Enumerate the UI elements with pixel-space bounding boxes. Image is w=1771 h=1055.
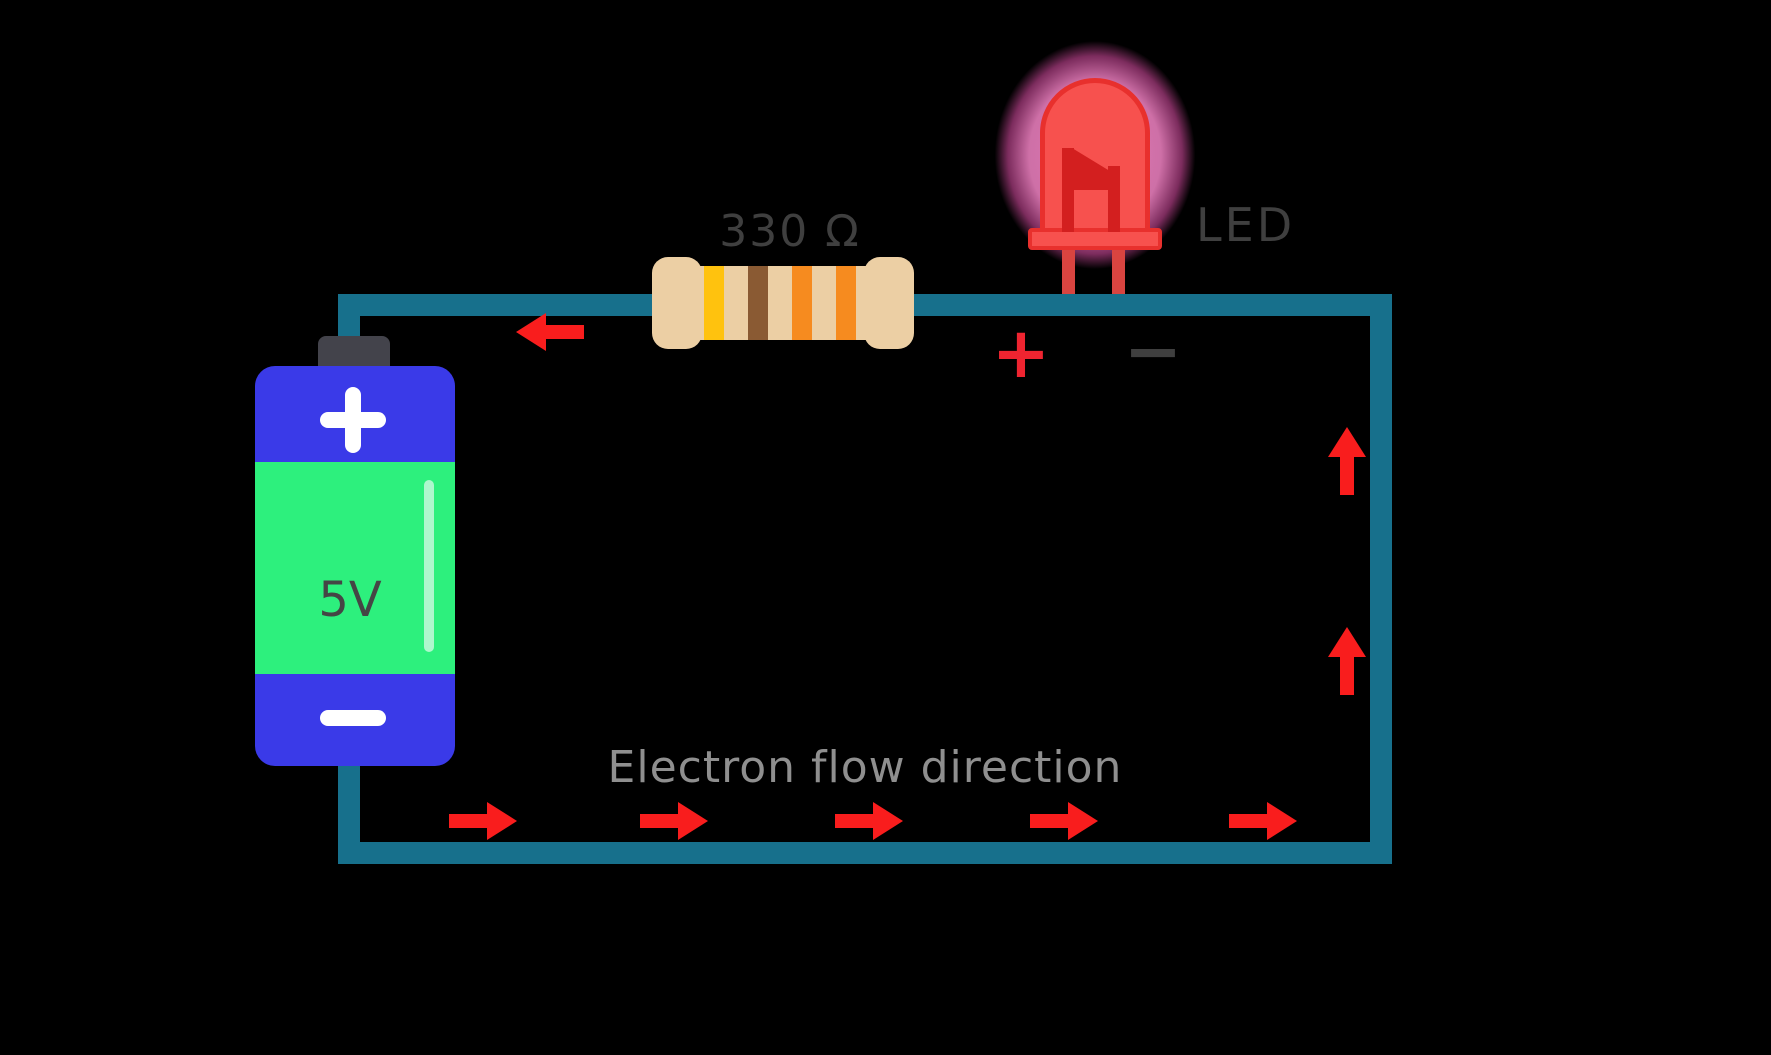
resistor-value-label: 330 Ω: [719, 206, 861, 257]
arrow-head: [1328, 627, 1366, 657]
arrow-head: [1267, 802, 1297, 840]
arrow-shaft: [449, 814, 489, 828]
electron-flow-arrow-up: [1328, 627, 1366, 697]
arrow-head: [1068, 802, 1098, 840]
led-flange: [1028, 228, 1162, 250]
resistor-band-orange: [792, 266, 812, 340]
led-internal-post: [1108, 166, 1120, 232]
led-cathode-label: −: [1123, 310, 1183, 392]
electron-flow-arrow-right: [638, 802, 708, 840]
electron-flow-arrow-right: [447, 802, 517, 840]
led-label: LED: [1196, 198, 1296, 252]
arrow-head: [487, 802, 517, 840]
arrow-shaft: [1340, 655, 1354, 695]
led-body: [1040, 78, 1150, 242]
electron-flow-arrow-left: [516, 313, 586, 351]
battery-green-section: [255, 462, 455, 674]
arrow-shaft: [1229, 814, 1269, 828]
led-internal-post: [1062, 148, 1074, 232]
arrow-shaft: [1340, 455, 1354, 495]
arrow-shaft: [1030, 814, 1070, 828]
electron-flow-arrow-up: [1328, 427, 1366, 497]
arrow-head: [678, 802, 708, 840]
battery-minus-symbol: [320, 710, 386, 726]
arrow-shaft: [835, 814, 875, 828]
arrow-shaft: [640, 814, 680, 828]
led-cathode-leg: [1112, 240, 1125, 302]
battery-plus-symbol: [345, 387, 361, 453]
electron-flow-arrow-right: [1028, 802, 1098, 840]
arrow-shaft: [544, 325, 584, 339]
electron-flow-arrow-right: [1227, 802, 1297, 840]
led-anode-label: +: [991, 312, 1051, 394]
electron-flow-arrow-right: [833, 802, 903, 840]
resistor-band-gold: [704, 266, 724, 340]
led-anode-leg: [1062, 240, 1075, 302]
arrow-head: [516, 313, 546, 351]
resistor-band-brown: [748, 266, 768, 340]
arrow-head: [873, 802, 903, 840]
arrow-head: [1328, 427, 1366, 457]
electron-flow-caption: Electron flow direction: [607, 742, 1123, 793]
battery-voltage-label: 5V: [318, 572, 382, 628]
battery-highlight: [424, 480, 434, 652]
resistor-band-orange: [836, 266, 856, 340]
